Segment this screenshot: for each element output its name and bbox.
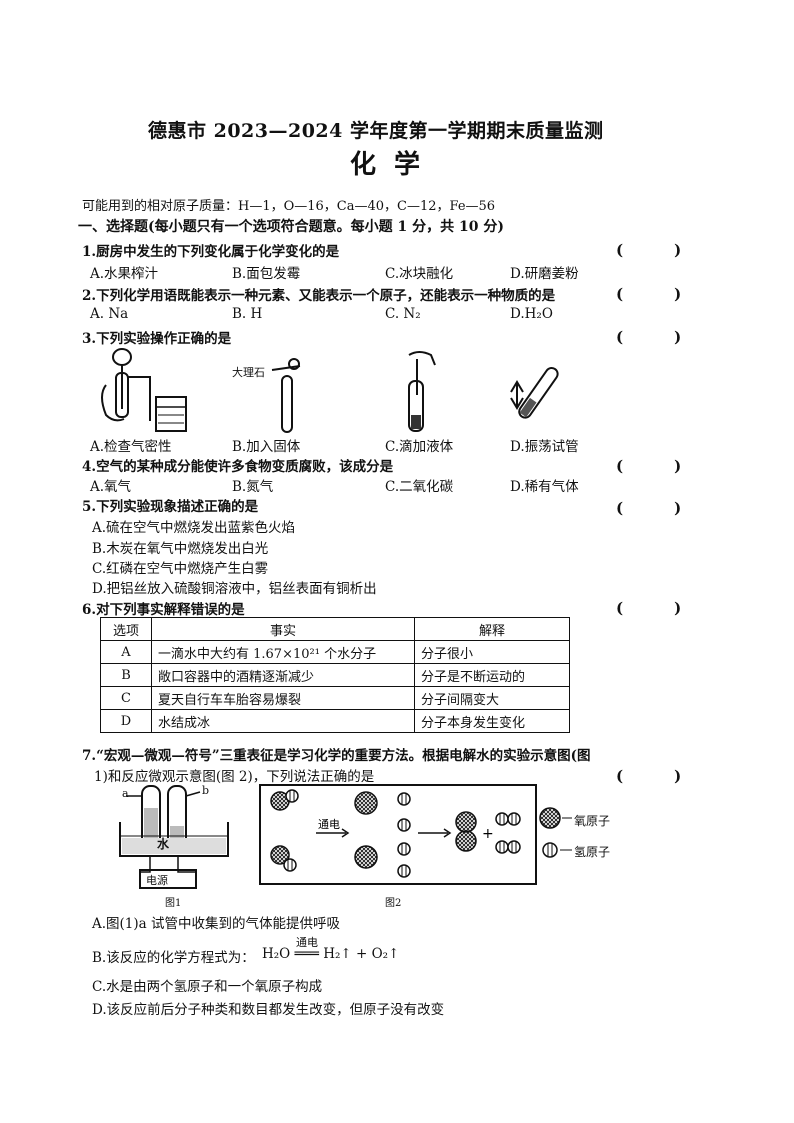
atomic-masses: 可能用到的相对原子质量：H—1，O—16，Ca—40，C—12，Fe—56 bbox=[82, 199, 496, 214]
q3-option-d: D.振荡试管 bbox=[510, 439, 579, 455]
section-heading: 一、选择题(每小题只有一个选项符合题意。每小题 1 分，共 10 分) bbox=[78, 219, 504, 235]
q6-stem: 6.对下列事实解释错误的是 bbox=[82, 602, 245, 618]
header-explanation: 解释 bbox=[414, 617, 570, 641]
q5-option-a: A.硫在空气中燃烧发出蓝紫色火焰 bbox=[92, 520, 296, 536]
table-row: A 一滴水中大约有 1.67×10²¹ 个水分子 分子很小 bbox=[100, 640, 570, 664]
q6-answer-paren: ( ) bbox=[616, 599, 700, 617]
q7-option-c: C.水是由两个氢原子和一个氧原子构成 bbox=[92, 979, 323, 995]
facts-table: 选项 事实 解释 A 一滴水中大约有 1.67×10²¹ 个水分子 分子很小 B… bbox=[100, 617, 570, 733]
q3-option-b: B.加入固体 bbox=[232, 439, 301, 455]
header-fact: 事实 bbox=[151, 617, 415, 641]
q2-option-d: D.H₂O bbox=[510, 306, 553, 322]
legend-hydrogen: 氢原子 bbox=[574, 845, 611, 859]
row-fact: 敞口容器中的酒精逐渐减少 bbox=[151, 663, 415, 687]
q4-stem: 4.空气的某种成分能使许多食物变质腐败，该成分是 bbox=[82, 459, 394, 475]
q4-answer-paren: ( ) bbox=[616, 457, 700, 475]
figure1-caption: 图1 bbox=[165, 898, 182, 909]
svg-text:+: + bbox=[482, 826, 494, 842]
q7-option-b-prefix: B.该反应的化学方程式为： bbox=[92, 950, 255, 966]
row-option: B bbox=[100, 663, 152, 687]
row-fact: 水结成冰 bbox=[151, 709, 415, 733]
row-explanation: 分子间隔变大 bbox=[414, 686, 570, 710]
add-liquid-image bbox=[408, 351, 436, 432]
q4-option-c: C.二氧化碳 bbox=[385, 479, 454, 495]
q1-option-c: C.冰块融化 bbox=[385, 266, 454, 282]
q7-answer-paren: ( ) bbox=[616, 767, 700, 785]
water-molecule bbox=[270, 789, 299, 811]
q4-option-a: A.氧气 bbox=[90, 479, 132, 495]
q1-answer-paren: ( ) bbox=[616, 241, 700, 259]
arrow-condition-label: 通电 bbox=[318, 818, 340, 831]
row-explanation: 分子本身发生变化 bbox=[414, 709, 570, 733]
q2-stem: 2.下列化学用语既能表示一种元素、又能表示一个原子，还能表示一种物质的是 bbox=[82, 288, 556, 304]
q7-option-a: A.图(1)a 试管中收集到的气体能提供呼吸 bbox=[92, 916, 341, 932]
q1-option-d: D.研磨姜粉 bbox=[510, 266, 579, 282]
table-header-row: 选项 事实 解释 bbox=[100, 617, 570, 641]
q5-option-b: B.木炭在氧气中燃烧发出白光 bbox=[92, 541, 269, 557]
table-row: C 夏天自行车车胎容易爆裂 分子间隔变大 bbox=[100, 686, 570, 710]
table-row: D 水结成冰 分子本身发生变化 bbox=[100, 709, 570, 733]
q5-answer-paren: ( ) bbox=[616, 499, 700, 517]
q1-stem: 1.厨房中发生的下列变化属于化学变化的是 bbox=[82, 244, 340, 260]
oxygen-molecule bbox=[455, 811, 477, 852]
q7-option-b-equation: H₂O ═══ H₂↑ + O₂↑ bbox=[262, 946, 400, 962]
reaction-micro-diagram: 通电 + bbox=[259, 784, 537, 885]
figure2-caption: 图2 bbox=[385, 898, 402, 909]
q5-option-c: C.红磷在空气中燃烧产生白雾 bbox=[92, 561, 269, 577]
power-supply-label: 电源 bbox=[146, 874, 168, 887]
q2-option-a: A. Na bbox=[90, 306, 129, 322]
electrolysis-apparatus-figure bbox=[119, 785, 229, 889]
q2-answer-paren: ( ) bbox=[616, 285, 700, 303]
row-option: A bbox=[100, 640, 152, 664]
marble-label: 大理石 bbox=[232, 366, 265, 379]
q3-answer-paren: ( ) bbox=[616, 328, 700, 346]
airtightness-check-image bbox=[101, 348, 187, 432]
row-explanation: 分子是不断运动的 bbox=[414, 663, 570, 687]
q5-option-d: D.把铝丝放入硫酸铜溶液中，铝丝表面有铜析出 bbox=[92, 581, 377, 597]
row-fact: 夏天自行车车胎容易爆裂 bbox=[151, 686, 415, 710]
subject-title: 化学 bbox=[350, 150, 439, 180]
q5-stem: 5.下列实验现象描述正确的是 bbox=[82, 499, 259, 515]
header-option: 选项 bbox=[100, 617, 152, 641]
table-row: B 敞口容器中的酒精逐渐减少 分子是不断运动的 bbox=[100, 663, 570, 687]
hydrogen-atoms bbox=[397, 792, 411, 878]
hydrogen-molecule bbox=[495, 812, 521, 854]
oxygen-atom-icon bbox=[539, 807, 561, 829]
row-fact: 一滴水中大约有 1.67×10²¹ 个水分子 bbox=[151, 640, 415, 664]
legend-oxygen: 氧原子 bbox=[574, 814, 611, 828]
q4-option-d: D.稀有气体 bbox=[510, 479, 579, 495]
water-molecule bbox=[354, 791, 378, 869]
shake-tube-image bbox=[510, 366, 559, 419]
q3-stem: 3.下列实验操作正确的是 bbox=[82, 331, 232, 347]
q7-stem-line2: 1)和反应微观示意图(图 2)，下列说法正确的是 bbox=[94, 769, 375, 785]
row-option: C bbox=[100, 686, 152, 710]
q7-option-d: D.该反应前后分子种类和数目都发生改变，但原子没有改变 bbox=[92, 1002, 445, 1018]
q4-option-b: B.氮气 bbox=[232, 479, 274, 495]
water-label: 水 bbox=[157, 837, 170, 851]
exam-title: 德惠市 2023—2024 学年度第一学期期末质量监测 bbox=[148, 120, 604, 142]
add-solid-image bbox=[271, 358, 301, 433]
q2-option-c: C. N₂ bbox=[385, 306, 421, 322]
q3-option-a: A.检查气密性 bbox=[90, 439, 172, 455]
q3-option-c: C.滴加液体 bbox=[385, 439, 454, 455]
row-explanation: 分子很小 bbox=[414, 640, 570, 664]
hydrogen-atom-icon bbox=[542, 842, 558, 858]
tube-b-label: b bbox=[202, 784, 210, 797]
q2-option-b: B. H bbox=[232, 306, 263, 322]
row-option: D bbox=[100, 709, 152, 733]
q1-option-a: A.水果榨汁 bbox=[90, 266, 159, 282]
q7-stem-line1: 7.“宏观—微观—符号”三重表征是学习化学的重要方法。根据电解水的实验示意图(图 bbox=[82, 748, 591, 764]
q7-option-b-condition: 通电 bbox=[296, 936, 318, 949]
atom-legend-icons bbox=[539, 807, 572, 858]
q1-option-b: B.面包发霉 bbox=[232, 266, 301, 282]
tube-a-label: a bbox=[122, 787, 129, 800]
water-molecule bbox=[270, 845, 297, 872]
